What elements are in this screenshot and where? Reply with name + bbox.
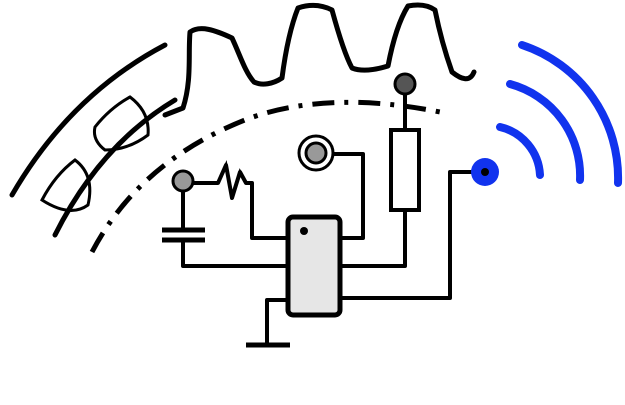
wireless-signal-icon (471, 41, 623, 187)
chip-body (285, 214, 343, 318)
signal-wave-medium (506, 80, 585, 184)
pitch-circle-line (89, 99, 441, 254)
resistor-icon (210, 159, 248, 199)
bearing-icon (9, 42, 178, 238)
wire-coax-to-chip (326, 152, 365, 240)
gear-teeth-icon (162, 2, 477, 118)
bearing-inner-race (52, 97, 178, 238)
pot-terminal (393, 72, 417, 96)
wire-resistor-to-chip (181, 163, 290, 240)
pot-body (389, 128, 421, 212)
bearing-outer-race (9, 42, 168, 198)
bearing-rollers (40, 95, 150, 212)
coaxial-connector-icon (297, 134, 335, 172)
wire-chip-to-ground (265, 298, 290, 346)
potentiometer-icon (389, 72, 421, 212)
coax-inner-dot (304, 141, 328, 165)
wire-pot-to-chip (338, 208, 407, 268)
bearing-roller (93, 95, 150, 152)
antenna-center (481, 168, 489, 176)
signal-wave-small (496, 123, 544, 179)
chip-pin1-dot (300, 227, 308, 235)
bearing-roller (40, 158, 92, 212)
wire-antenna-to-chip (338, 170, 486, 300)
capacitor-icon (162, 227, 205, 243)
signal-wave-large (518, 41, 623, 187)
sensor-pin-icon (171, 169, 195, 193)
wire-capacitor-to-chip (181, 240, 290, 268)
ic-chip-icon (285, 214, 343, 318)
